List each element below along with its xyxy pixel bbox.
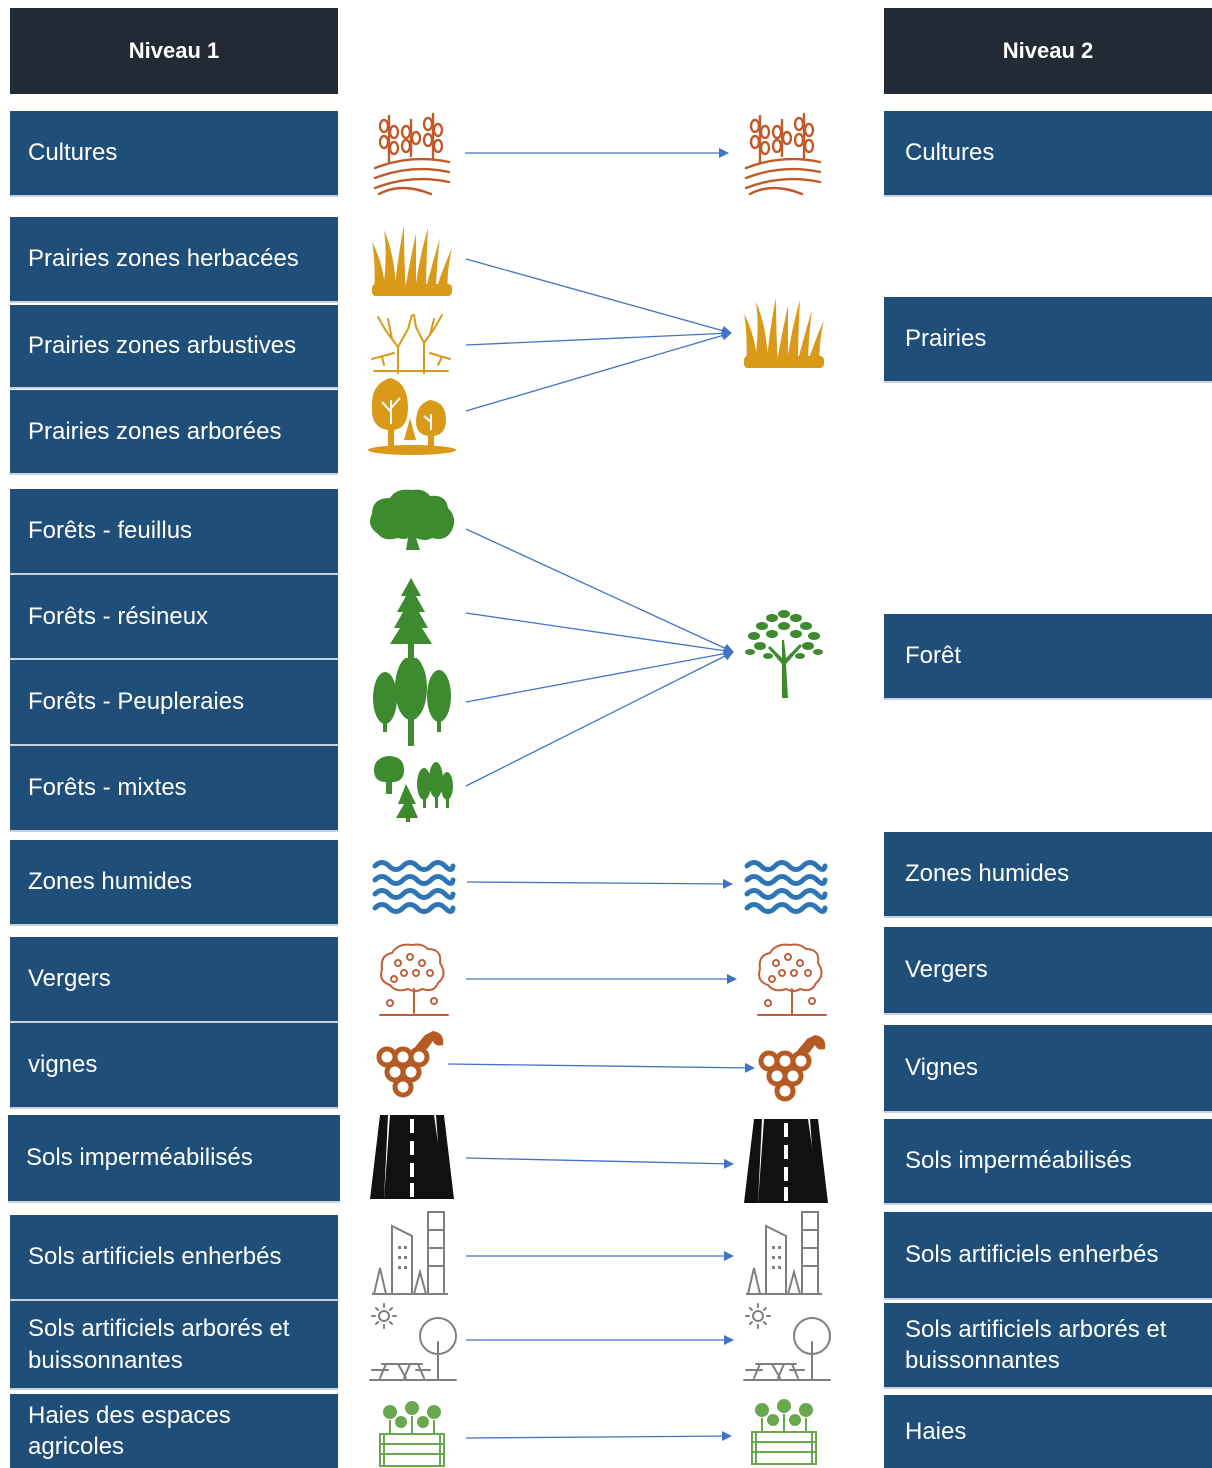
grass-icon — [744, 298, 824, 368]
level2-item-vergers: Vergers — [884, 927, 1212, 1015]
tree-icon — [745, 610, 823, 698]
crops-field-icon — [744, 112, 822, 196]
shrubs-icon — [371, 314, 451, 374]
level1-item-vignes: vignes — [10, 1023, 338, 1109]
mixed-forest-icon — [374, 756, 453, 822]
level1-item-forets-resineux: Forêts - résineux — [10, 575, 338, 660]
conifer-tree-icon — [390, 578, 432, 658]
arrow-prairies-arborees — [465, 330, 732, 412]
level1-item-prairies-herbacees: Prairies zones herbacées — [10, 217, 338, 303]
level1-item-sols-artificiels-enherbes: Sols artificiels enherbés — [10, 1215, 338, 1301]
level1-header: Niveau 1 — [10, 8, 338, 94]
level1-item-sols-artificiels-arbores: Sols artificiels arborés et buissonnante… — [10, 1301, 338, 1390]
city-buildings-icon — [746, 1211, 822, 1295]
arrow-forets-resineux — [465, 612, 734, 656]
arrow-forets-mixtes — [465, 651, 734, 787]
arrow-haies — [465, 1431, 732, 1442]
water-waves-icon — [744, 860, 828, 914]
park-bench-tree-icon — [743, 1303, 831, 1381]
grapes-icon — [758, 1035, 826, 1102]
level2-item-zones-humides: Zones humides — [884, 832, 1212, 918]
city-buildings-icon — [372, 1211, 448, 1295]
broadleaf-tree-icon — [370, 489, 455, 550]
level1-item-forets-peupleraies: Forêts - Peupleraies — [10, 660, 338, 746]
road-icon — [744, 1119, 828, 1203]
grapes-icon — [376, 1031, 444, 1098]
level2-item-sols-artificiels-arbores: Sols artificiels arborés et buissonnante… — [884, 1303, 1212, 1389]
level1-item-haies-espaces-agricoles: Haies des espaces agricoles — [10, 1394, 338, 1468]
arrow-zones-humides — [466, 878, 733, 889]
grass-icon — [372, 226, 452, 296]
orchard-tree-icon — [757, 943, 827, 1016]
level1-item-prairies-arbustives: Prairies zones arbustives — [10, 305, 338, 389]
wooded-meadow-icon — [368, 378, 456, 455]
park-bench-tree-icon — [369, 1303, 457, 1381]
arrow-forets-feuillus — [465, 528, 734, 653]
water-waves-icon — [372, 860, 456, 914]
level1-item-forets-feuillus: Forêts - feuillus — [10, 489, 338, 575]
hedge-planter-icon — [379, 1401, 445, 1467]
orchard-tree-icon — [379, 943, 449, 1016]
level2-item-cultures: Cultures — [884, 111, 1212, 197]
level1-item-vergers: Vergers — [10, 937, 338, 1023]
level2-item-prairies: Prairies — [884, 297, 1212, 383]
level1-item-forets-mixtes: Forêts - mixtes — [10, 746, 338, 832]
level2-item-haies: Haies — [884, 1395, 1212, 1468]
level1-item-zones-humides: Zones humides — [10, 840, 338, 926]
crops-field-icon — [373, 112, 451, 196]
poplar-trees-icon — [373, 658, 451, 746]
road-icon — [370, 1115, 454, 1199]
level2-item-foret: Forêt — [884, 614, 1212, 700]
level1-item-sols-impermeabilises: Sols imperméabilisés — [8, 1115, 340, 1203]
level2-item-sols-artificiels-enherbes: Sols artificiels enherbés — [884, 1212, 1212, 1300]
level2-item-sols-impermeabilises: Sols imperméabilisés — [884, 1119, 1212, 1205]
arrow-prairies-arbustives — [465, 328, 732, 346]
arrow-prairies-herbacees — [465, 258, 732, 336]
arrow-sols-impermeabilises — [465, 1157, 734, 1169]
level1-item-prairies-arborees: Prairies zones arborées — [10, 390, 338, 475]
arrow-vignes — [447, 1062, 755, 1073]
level1-item-cultures: Cultures — [10, 111, 338, 197]
hedge-planter-icon — [751, 1399, 817, 1465]
level2-item-vignes: Vignes — [884, 1025, 1212, 1113]
level2-header: Niveau 2 — [884, 8, 1212, 94]
arrow-forets-peupleraies — [465, 648, 734, 703]
